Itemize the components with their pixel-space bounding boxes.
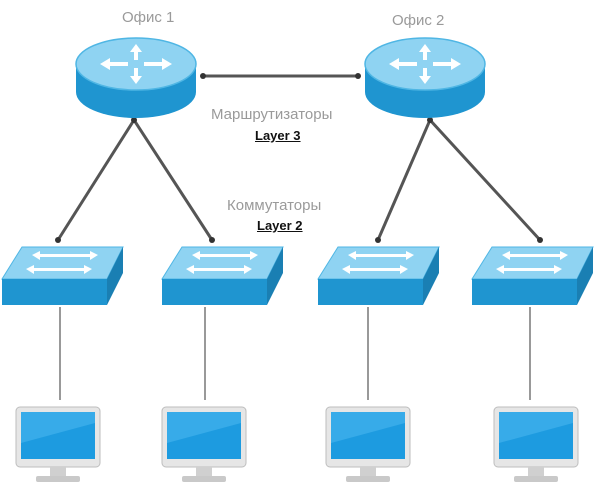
switch-icon (317, 246, 440, 305)
router-icon (75, 37, 197, 118)
switch-icon (161, 246, 284, 305)
computer-monitor-icon (325, 406, 411, 482)
computer-monitor-icon (161, 406, 247, 482)
link-endpoint (55, 237, 61, 243)
computer-monitor-icon (15, 406, 101, 482)
link-endpoint (537, 237, 543, 243)
link-endpoint (427, 117, 433, 123)
switch-icon (1, 246, 124, 305)
computer-monitor-icon (493, 406, 579, 482)
link-router1-switch1 (56, 119, 136, 241)
routers-label: Маршрутизаторы (211, 106, 333, 123)
link-endpoint (355, 73, 361, 79)
link-endpoint (209, 237, 215, 243)
router-icon (364, 37, 486, 118)
link-endpoint (375, 237, 381, 243)
link-router1-switch2 (132, 119, 214, 241)
routers-layer-label: Layer 3 (255, 128, 301, 143)
link-endpoint (131, 117, 137, 123)
switch-icon (471, 246, 594, 305)
switches-layer-label: Layer 2 (257, 218, 303, 233)
link-router2-switch4 (428, 118, 542, 242)
switches-label: Коммутаторы (227, 197, 322, 214)
link-router2-switch3 (376, 119, 432, 241)
office-1-label: Офис 1 (122, 9, 175, 26)
link-endpoint (200, 73, 206, 79)
office-2-label: Офис 2 (392, 12, 445, 29)
